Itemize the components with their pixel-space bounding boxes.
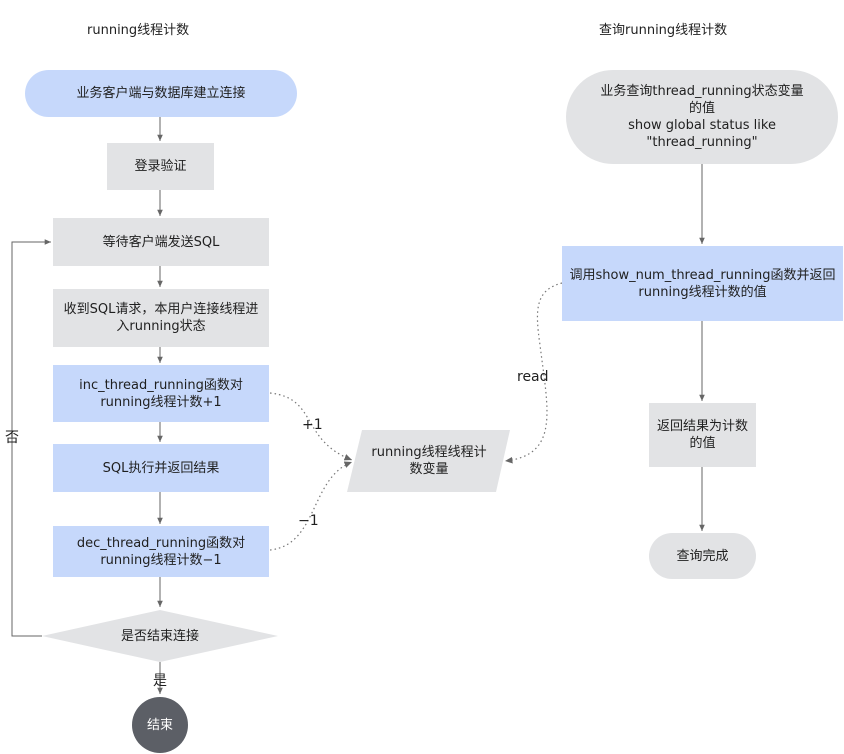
login-node: 登录验证 <box>107 143 214 190</box>
decision-diamond <box>42 610 278 662</box>
dec-line-2: running线程计数−1 <box>100 552 222 568</box>
done-node: 查询完成 <box>649 533 756 579</box>
dotted-inc-to-variable <box>269 392 353 461</box>
wait-node: 等待客户端发送SQL <box>53 218 269 266</box>
variable-line-1: running线程线程计 <box>371 445 487 460</box>
dec-node: dec_thread_running函数对 running线程计数−1 <box>53 526 269 577</box>
inc-line-2: running线程计数+1 <box>100 394 222 410</box>
result-node: 返回结果为计数 的值 <box>649 403 756 467</box>
query-line-3: show global status like <box>628 118 776 133</box>
result-line-2: 的值 <box>689 436 716 451</box>
variable-node: running线程线程计 数变量 <box>355 437 503 485</box>
receive-line-2: 入running状态 <box>116 319 206 334</box>
receive-line-1: 收到SQL请求，本用户连接线程进 <box>63 302 259 317</box>
inc-line-1: inc_thread_running函数对 <box>79 377 243 393</box>
dotted-dec-to-variable <box>269 461 353 551</box>
plus-one-label: +1 <box>302 417 323 433</box>
query-line-2: 的值 <box>688 101 715 116</box>
minus-one-label: −1 <box>298 513 319 529</box>
left-title: running线程计数 <box>87 23 190 38</box>
query-line-1: 业务查询thread_running状态变量 <box>600 84 804 99</box>
query-line-4: "thread_running" <box>646 135 758 150</box>
result-line-1: 返回结果为计数 <box>656 419 748 434</box>
variable-parallelogram <box>347 430 510 492</box>
inc-node: inc_thread_running函数对 running线程计数+1 <box>53 365 269 422</box>
receive-node: 收到SQL请求，本用户连接线程进 入running状态 <box>53 289 269 347</box>
decision-label: 是否结束连接 <box>120 628 199 644</box>
dotted-call-to-variable <box>504 282 563 464</box>
call-line-1: 调用show_num_thread_running函数并返回 <box>569 267 836 283</box>
end-node: 结束 <box>132 697 188 753</box>
call-line-2: running线程计数的值 <box>638 284 767 300</box>
dec-line-1: dec_thread_running函数对 <box>76 535 246 551</box>
read-label: read <box>517 369 549 385</box>
call-node: 调用show_num_thread_running函数并返回 running线程… <box>562 246 843 321</box>
connect-node: 业务客户端与数据库建立连接 <box>25 70 297 117</box>
no-edge-label: 否 <box>5 430 19 446</box>
query-node: 业务查询thread_running状态变量 的值 show global st… <box>566 70 838 164</box>
arrow-no-loop-back <box>11 239 51 637</box>
variable-line-2: 数变量 <box>409 462 449 477</box>
yes-edge-label: 是 <box>153 673 167 689</box>
exec-node: SQL执行并返回结果 <box>53 444 269 492</box>
right-title: 查询running线程计数 <box>599 23 728 38</box>
